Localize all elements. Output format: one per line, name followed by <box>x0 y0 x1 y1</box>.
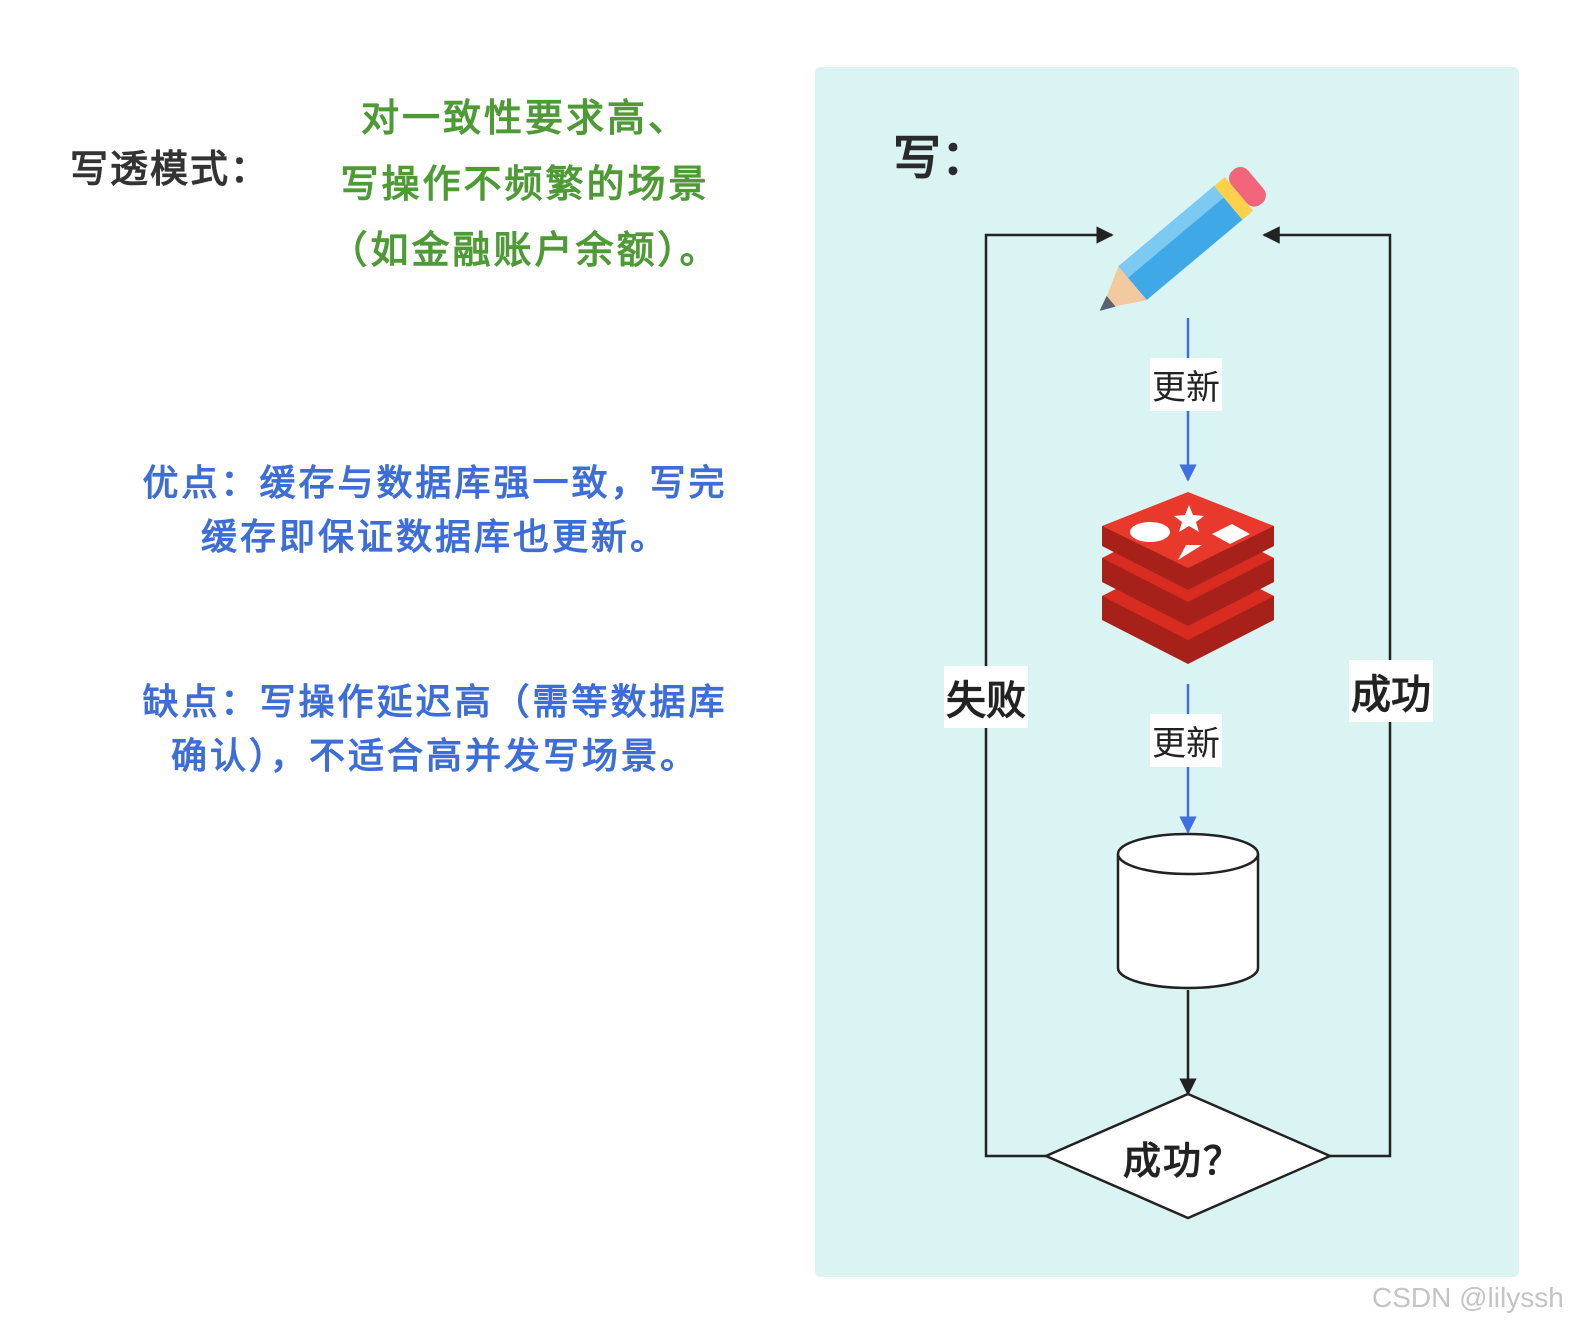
update-label-bottom: 更新 <box>1150 714 1222 767</box>
database-cylinder-icon <box>1116 832 1260 990</box>
redis-icon <box>1102 492 1274 664</box>
scenario-text: 对一致性要求高、 写操作不频繁的场景 （如金融账户余额）。 <box>300 85 750 283</box>
pros-line: 缓存即保证数据库也更新。 <box>200 516 669 558</box>
decision-diamond <box>1042 1092 1334 1220</box>
pencil-icon <box>1099 166 1266 311</box>
scenario-line: 对一致性要求高、 <box>360 95 689 140</box>
pros-line: 优点：缓存与数据库强一致，写完 <box>142 462 728 504</box>
panel-title: 写： <box>893 130 990 186</box>
success-label: 成功 <box>1349 660 1433 722</box>
cons-text: 缺点：写操作延迟高（需等数据库 确认），不适合高并发写场景。 <box>95 675 775 783</box>
mode-label: 写透模式： <box>70 146 271 191</box>
pros-text: 优点：缓存与数据库强一致，写完 缓存即保证数据库也更新。 <box>95 456 775 564</box>
watermark: CSDN @lilyssh <box>1372 1282 1564 1313</box>
cons-line: 确认），不适合高并发写场景。 <box>170 735 699 777</box>
cons-line: 缺点：写操作延迟高（需等数据库 <box>142 681 728 723</box>
fail-label: 失败 <box>944 666 1028 728</box>
scenario-line: 写操作不频繁的场景 <box>340 161 710 206</box>
decision-label: 成功？ <box>1122 1138 1243 1183</box>
scenario-line: （如金融账户余额）。 <box>329 227 721 272</box>
update-label-top: 更新 <box>1150 358 1222 411</box>
